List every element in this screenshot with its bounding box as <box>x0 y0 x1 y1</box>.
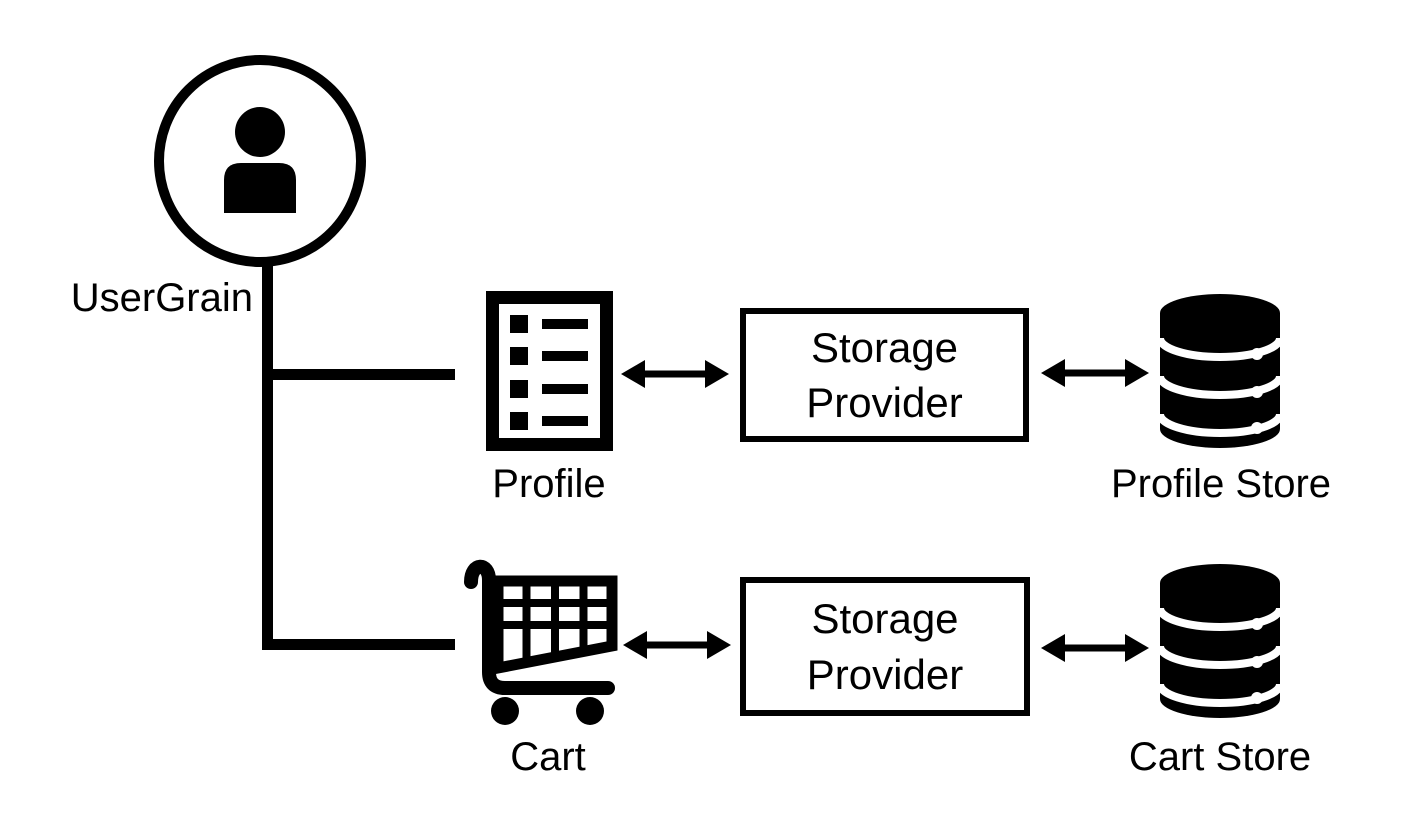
usergrain-label: UserGrain <box>70 276 253 320</box>
database-icon <box>1158 294 1282 448</box>
storage-provider-label-line1: Storage <box>810 323 959 371</box>
connector-vertical-line <box>262 260 273 650</box>
storage-provider-label-line1: Storage <box>811 595 959 643</box>
double-arrow-icon <box>1041 634 1149 662</box>
storage-provider-box-profile: Storage Provider <box>740 308 1029 442</box>
list-document-icon <box>486 291 613 451</box>
storage-provider-label-line2: Provider <box>806 650 964 698</box>
shopping-cart-icon <box>464 559 618 725</box>
storage-provider-box-cart: Storage Provider <box>740 577 1030 716</box>
usergrain-circle <box>154 55 366 267</box>
profile-label: Profile <box>492 462 606 506</box>
cart-store-label: Cart Store <box>1128 735 1312 779</box>
cart-label: Cart <box>510 735 586 779</box>
profile-store-label: Profile Store <box>1110 462 1332 506</box>
connector-branch-profile <box>262 369 455 380</box>
database-icon <box>1158 564 1282 718</box>
double-arrow-icon <box>1041 359 1149 387</box>
double-arrow-icon <box>623 631 731 659</box>
person-icon <box>224 107 296 213</box>
double-arrow-icon <box>621 360 729 388</box>
connector-branch-cart <box>262 639 455 650</box>
storage-provider-label-line2: Provider <box>806 379 963 426</box>
